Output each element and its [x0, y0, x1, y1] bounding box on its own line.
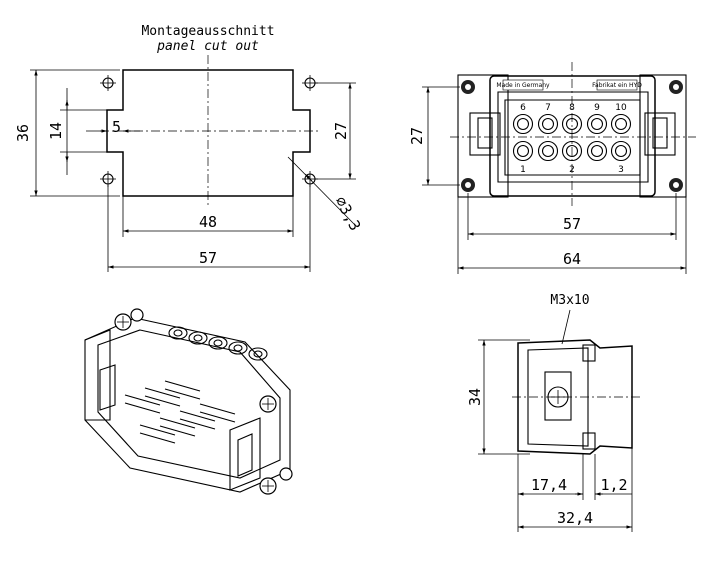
dim-label-14: 14: [47, 122, 65, 140]
mounting-hole: [100, 171, 116, 187]
front-dim-label-64: 64: [563, 250, 581, 268]
front-dim-label-27: 27: [408, 127, 426, 145]
dim-label-27: 27: [332, 122, 350, 140]
dim-label-36: 36: [14, 124, 32, 142]
pin-number: 7: [545, 103, 551, 113]
iso-pin-row: [168, 326, 268, 361]
pin-number: 6: [520, 103, 526, 113]
side-dim-label-32-4: 32,4: [557, 509, 593, 527]
iso-screw: [259, 395, 277, 413]
contact-pin: [537, 140, 559, 162]
contact-pin: [586, 113, 608, 135]
mounting-hole: [100, 75, 116, 91]
pin-number: 3: [618, 165, 624, 175]
pin-number: 10: [615, 103, 627, 113]
side-dim-label-34: 34: [466, 388, 484, 406]
iso-screw: [130, 308, 144, 322]
latch-right: [644, 112, 676, 156]
screw-label: M3x10: [550, 293, 589, 308]
dim-label-48: 48: [199, 213, 217, 231]
iso-screw: [114, 313, 132, 331]
cutout-outline: [106, 69, 311, 197]
front-view: Made in Germany Fabrikat ein HYD 6 7 8 9…: [408, 62, 696, 274]
contact-pin: [512, 140, 534, 162]
pin-number: 9: [594, 103, 600, 113]
pin-number: 1: [520, 165, 526, 175]
cutout-title-de: Montageausschnitt: [141, 24, 274, 39]
screw-leader: [561, 309, 571, 345]
side-view: M3x10 34 17,4 1,2 32,4: [466, 293, 640, 532]
dim-label-hole: ⌀3,3: [331, 193, 364, 233]
flange-right: [639, 74, 687, 198]
contact-pin: [537, 113, 559, 135]
iso-inner-pins: [124, 380, 236, 444]
flange-left: [457, 74, 509, 198]
contact-pin: [610, 113, 632, 135]
dim-label-57: 57: [199, 249, 217, 267]
panel-cutout-view: Montageausschnitt panel cut out 36: [14, 24, 364, 272]
iso-housing-outline: [84, 317, 291, 493]
contact-pin: [586, 140, 608, 162]
side-dim-label-1-2: 1,2: [600, 476, 627, 494]
latch-left: [469, 112, 501, 156]
side-latch: [544, 371, 572, 421]
dim-label-5: 5: [112, 118, 121, 136]
screw-head: [669, 178, 683, 192]
contact-pin: [512, 113, 534, 135]
contact-pin: [610, 140, 632, 162]
screw-head: [669, 80, 683, 94]
isometric-view: [84, 308, 293, 495]
front-dim-label-57: 57: [563, 215, 581, 233]
cutout-title-en: panel cut out: [156, 39, 259, 54]
iso-screw: [279, 467, 293, 481]
housing-outline: [489, 75, 656, 197]
label-manufacturer: Fabrikat ein HYD: [592, 82, 642, 89]
label-made-in-germany: Made in Germany: [496, 82, 550, 89]
iso-screw: [259, 477, 277, 495]
screw-head: [461, 80, 475, 94]
side-dim-label-17-4: 17,4: [531, 476, 567, 494]
dim-leader-hole: [287, 156, 356, 226]
screw-head: [461, 178, 475, 192]
